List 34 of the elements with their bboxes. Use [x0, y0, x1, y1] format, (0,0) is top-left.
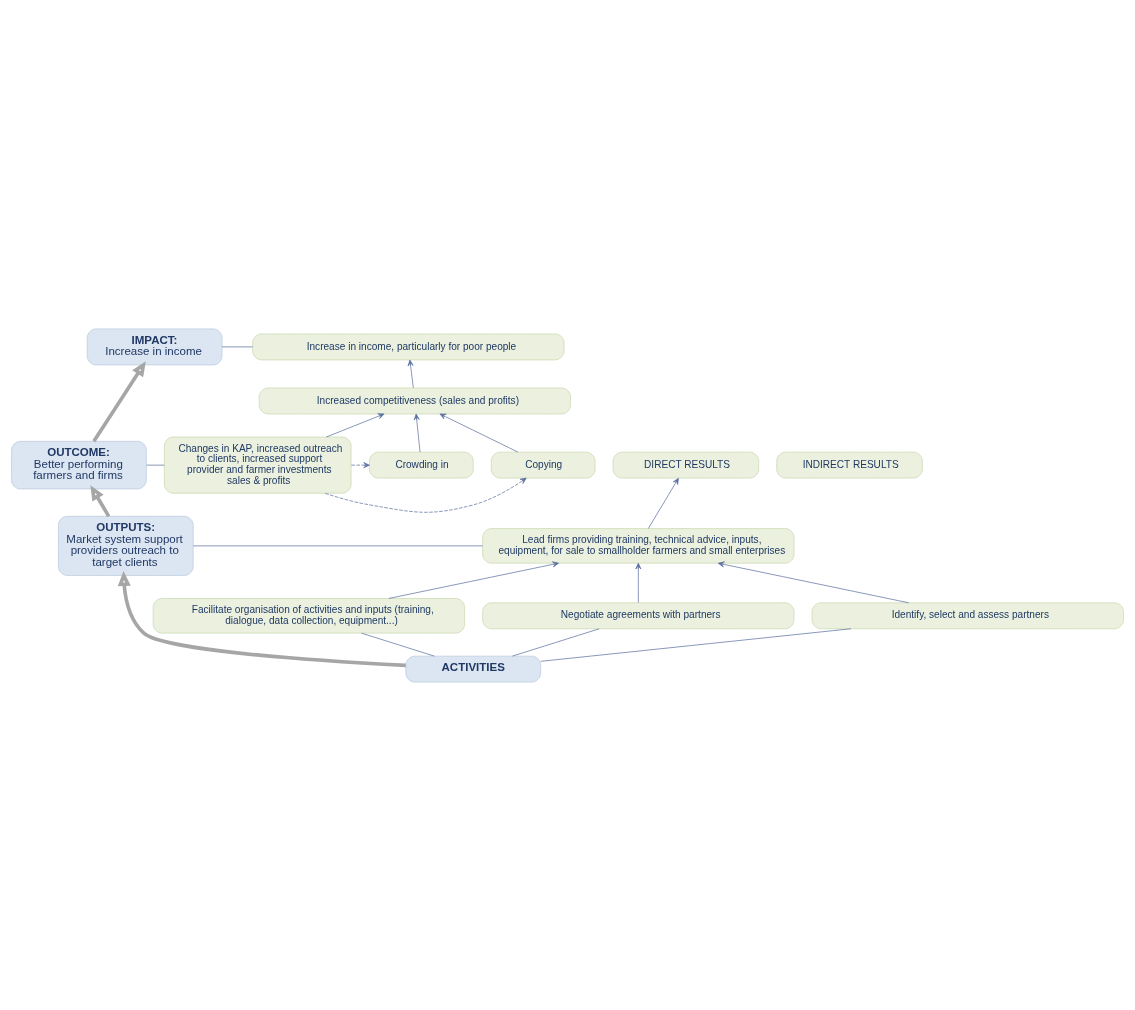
arrow — [407, 359, 414, 388]
arrow — [413, 413, 421, 452]
connector — [361, 632, 435, 656]
node-box: ACTIVITIES — [405, 655, 541, 682]
arrow — [388, 560, 559, 599]
node-box: OUTPUTS: Market system support providers outreach to target clients — [58, 515, 194, 576]
node-box: Facilitate organisation of activities and inputs (training, dialogue, data collection, equipment...) — [152, 597, 465, 633]
arrow — [717, 561, 910, 603]
node-box: DIRECT RESULTS — [612, 451, 760, 478]
connector — [540, 627, 852, 662]
arrow — [92, 360, 146, 442]
node-box: Crowding in — [369, 451, 474, 478]
node-box: IMPACT: Increase in income — [86, 328, 223, 365]
arrow — [117, 570, 406, 667]
arrow — [324, 477, 527, 513]
node-box: Identify, select and assess partners — [811, 601, 1124, 629]
arrow — [326, 412, 385, 437]
arrow — [90, 484, 111, 517]
node-box: Copying — [490, 451, 596, 478]
arrow — [647, 477, 679, 529]
connector — [512, 627, 600, 656]
node-box: INDIRECT RESULTS — [776, 451, 923, 478]
arrow — [350, 461, 370, 468]
node-box: Increase in income, particularly for poor people — [252, 333, 565, 360]
connector — [193, 545, 483, 546]
arrow — [635, 562, 642, 603]
connector — [221, 346, 253, 347]
arrow — [439, 413, 519, 452]
node-box: Negotiate agreements with partners — [482, 601, 795, 629]
node-box: OUTCOME: Better performing farmers and firms — [11, 440, 147, 489]
node-box: Lead firms providing training, technical advice, inputs, equipment, for sale to smallholder farmers and small enterprises — [482, 527, 795, 564]
connector — [146, 464, 165, 465]
node-box: Changes in KAP, increased outreach to clients, increased support provider and farmer investments sales & profits — [164, 436, 352, 494]
node-box: Increased competitiveness (sales and profits) — [258, 387, 571, 414]
